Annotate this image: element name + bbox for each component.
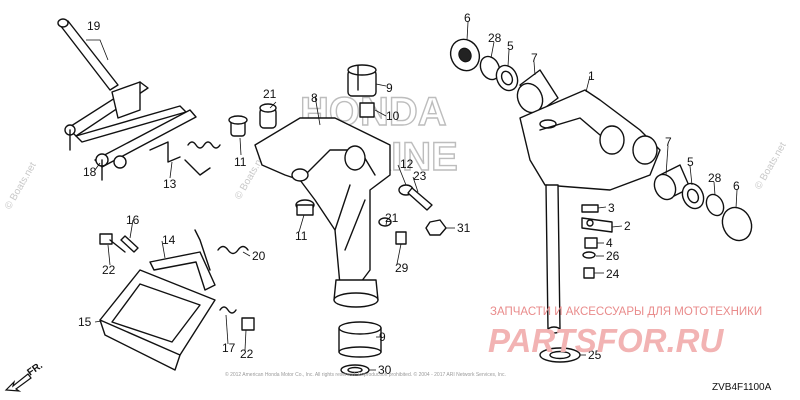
- callout-11-upper: 11: [234, 155, 247, 169]
- callout-22-right: 22: [240, 347, 254, 361]
- part-11-bushing-upper: [228, 115, 248, 137]
- callout-7-lower: 7: [665, 135, 672, 149]
- part-2-plate: [581, 217, 613, 233]
- part-26-washer: [582, 251, 596, 259]
- diagram-code: ZVB4F1100A: [712, 382, 772, 393]
- callout-17: 17: [222, 341, 236, 355]
- part-9-lower-bush: [338, 321, 382, 358]
- part-6-cap-upper: [449, 38, 481, 72]
- part-23-bolt: [407, 187, 433, 211]
- callout-16: 16: [126, 213, 140, 227]
- callout-31: 31: [457, 221, 471, 235]
- callout-9-lower: 9: [379, 330, 386, 344]
- part-4-collar: [584, 237, 598, 249]
- callout-30: 30: [378, 363, 392, 377]
- part-19-bolt: [57, 18, 119, 91]
- part-22-bolt-right: [241, 317, 255, 331]
- part-21-bushing-lower: [378, 217, 392, 227]
- part-28-ring-upper: [479, 55, 501, 81]
- callout-7-upper: 7: [531, 51, 538, 65]
- callout-23: 23: [413, 169, 427, 183]
- callout-29: 29: [395, 261, 409, 275]
- callout-labels: 19 18 13 21 11 8 9 10 12 23 21 11 29 31 …: [78, 11, 740, 377]
- part-1-swivel-bracket: [519, 89, 661, 334]
- callout-25: 25: [588, 348, 602, 362]
- leader-lines: [86, 21, 738, 371]
- part-22-bolt-left: [99, 233, 126, 253]
- part-9-upper-bush: [347, 64, 377, 97]
- callout-9-upper: 9: [386, 81, 393, 95]
- part-8-swivel-case: [254, 117, 391, 308]
- callout-24: 24: [606, 267, 620, 281]
- part-7-bush-upper: [516, 69, 559, 114]
- shop-brand-logo: PARTSFOR.RU: [488, 322, 724, 359]
- part-6-cap-lower: [721, 206, 753, 242]
- part-3-clip: [581, 204, 599, 213]
- part-28-ring-lower: [705, 193, 725, 217]
- part-31-nut: [425, 219, 447, 236]
- shop-tagline: ЗАПЧАСТИ И АКСЕССУАРЫ ДЛЯ МОТОТЕХНИКИ: [490, 306, 762, 318]
- callout-26: 26: [606, 249, 620, 263]
- part-20-spring: [217, 245, 249, 255]
- part-10-bolt: [359, 102, 375, 118]
- boats-watermark-right: © Boats.net: [753, 140, 789, 191]
- callout-21-lower: 21: [385, 211, 399, 225]
- front-arrow: FR.: [4, 360, 45, 392]
- part-18-bracket: [64, 81, 197, 181]
- callout-5-lower: 5: [687, 155, 694, 169]
- callout-11-lower: 11: [295, 229, 308, 243]
- part-14-lever: [149, 229, 216, 291]
- part-29-bolt: [395, 231, 407, 245]
- part-17-spring: [219, 306, 237, 314]
- callout-15: 15: [78, 315, 92, 329]
- callout-10: 10: [386, 109, 400, 123]
- callout-14: 14: [162, 233, 176, 247]
- callout-21-upper: 21: [263, 87, 277, 101]
- callout-4: 4: [606, 236, 613, 250]
- callout-1: 1: [588, 69, 595, 83]
- part-5-seal-lower: [681, 182, 705, 210]
- callout-13: 13: [163, 177, 177, 191]
- callout-6-upper: 6: [464, 11, 471, 25]
- callout-20: 20: [252, 249, 266, 263]
- part-21-bushing-upper: [259, 103, 277, 129]
- part-5-seal-upper: [495, 64, 519, 92]
- callout-28-upper: 28: [488, 31, 502, 45]
- callout-19: 19: [87, 19, 101, 33]
- callout-2: 2: [624, 219, 631, 233]
- callout-12: 12: [400, 157, 414, 171]
- part-24-bolt: [583, 267, 595, 279]
- copyright-line: © 2012 American Honda Motor Co., Inc. Al…: [225, 371, 506, 378]
- boats-watermark-left: © Boats.net: [3, 160, 39, 211]
- callout-22-left: 22: [102, 263, 116, 277]
- part-16-bolt: [120, 235, 139, 253]
- callout-6-lower: 6: [733, 179, 740, 193]
- callout-8: 8: [311, 91, 318, 105]
- callout-18: 18: [83, 165, 97, 179]
- callout-28-lower: 28: [708, 171, 722, 185]
- callout-5-upper: 5: [507, 39, 514, 53]
- part-15-frame: [99, 269, 216, 371]
- callout-3: 3: [608, 201, 615, 215]
- part-11-bushing-lower: [295, 199, 315, 216]
- part-13-spring: [149, 141, 221, 176]
